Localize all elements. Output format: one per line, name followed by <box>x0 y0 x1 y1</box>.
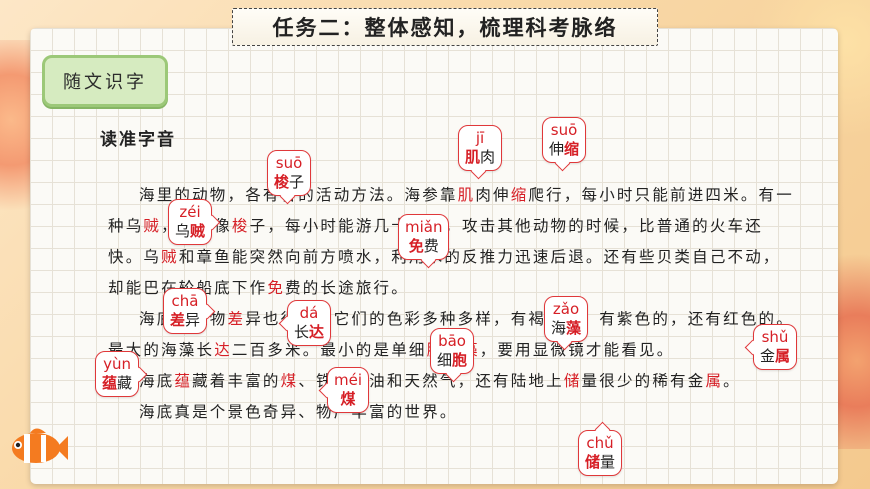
word-text: 伸缩 <box>549 139 579 159</box>
target-character: 贼 <box>190 222 206 240</box>
word-remainder: 细 <box>437 351 453 369</box>
target-character: 胞 <box>452 351 468 369</box>
passage-text: ，要用显微镜才能看见。 <box>479 341 675 359</box>
passage-text: 二百多米。最小的是单细 <box>231 341 427 359</box>
pinyin-text: suō <box>275 154 303 172</box>
word-text: 梭子 <box>274 172 304 192</box>
word-remainder: 长 <box>294 323 310 341</box>
highlighted-character: 蕴 <box>174 372 193 390</box>
word-remainder: 费 <box>423 237 439 255</box>
target-character: 梭 <box>274 173 290 191</box>
passage-paragraph: 海里的动物，各有各的活动方法。海参靠肌肉伸缩爬行，每小时只能前进四米。有一种乌贼… <box>108 180 798 304</box>
pinyin-text: chā <box>171 292 199 310</box>
page-title: 任务二：整体感知，梳理科考脉络 <box>232 8 658 46</box>
passage-text: 子，每小时能游几十千米，攻击其他动物的时候，比普通的火车还快。乌 <box>108 217 763 266</box>
word-remainder: 异 <box>185 311 201 329</box>
highlighted-character: 储 <box>563 372 582 390</box>
target-character: 储 <box>585 453 601 471</box>
highlighted-character: 贼 <box>143 217 162 235</box>
passage-text: 海底真是个景色奇异、物产丰富的世界。 <box>139 403 458 421</box>
target-character: 肌 <box>465 148 481 166</box>
word-remainder: 子 <box>289 173 305 191</box>
pinyin-text: bāo <box>438 332 466 350</box>
passage-text: 费的长途旅行。 <box>285 279 409 297</box>
word-text: 乌贼 <box>175 221 205 241</box>
highlighted-character: 差 <box>227 310 246 328</box>
highlighted-character: 免 <box>267 279 286 297</box>
word-text: 金属 <box>760 346 790 366</box>
passage-paragraph: 海底的植物差异也很大，它们的色彩多种多样，有褐色的，有紫色的，还有红色的。最大的… <box>108 304 798 366</box>
target-character: 差 <box>170 311 186 329</box>
word-text: 免费 <box>405 236 442 256</box>
target-character: 属 <box>775 347 791 365</box>
passage-text: 量很少的稀有金 <box>581 372 706 390</box>
target-character: 缩 <box>564 140 580 158</box>
pinyin-text: chǔ <box>586 434 614 452</box>
word-text: 细胞 <box>437 350 467 370</box>
word-remainder: 乌 <box>175 222 191 240</box>
word-remainder: 量 <box>600 453 616 471</box>
pinyin-text: zéi <box>179 203 201 221</box>
word-text: 海藻 <box>551 318 581 338</box>
pinyin-text: miǎn <box>405 218 443 236</box>
word-remainder: 海 <box>551 319 567 337</box>
highlighted-character: 贼 <box>161 248 179 266</box>
word-text: 肌肉 <box>465 147 495 167</box>
target-character: 达 <box>309 323 325 341</box>
word-remainder: 伸 <box>549 140 565 158</box>
highlighted-character: 缩 <box>510 186 529 204</box>
passage-text: 肉伸 <box>475 186 511 204</box>
word-text: 储量 <box>585 452 615 472</box>
passage-text: 。 <box>723 372 741 390</box>
pinyin-text: jī <box>475 129 485 147</box>
passage-text: 海底 <box>139 372 175 390</box>
passage-paragraph: 海底真是个景色奇异、物产丰富的世界。 <box>108 397 798 428</box>
pinyin-text: yùn <box>103 355 131 373</box>
highlighted-character: 煤 <box>280 372 299 390</box>
section-tag[interactable]: 随文识字 <box>42 55 168 107</box>
word-text: 蕴藏 <box>102 373 132 393</box>
pinyin-text: suō <box>550 121 578 139</box>
highlighted-character: 达 <box>214 341 232 359</box>
word-text: 长达 <box>294 322 324 342</box>
highlighted-character: 梭 <box>231 217 250 235</box>
pinyin-text: dá <box>299 304 319 322</box>
word-remainder: 肉 <box>480 148 496 166</box>
passage-text: 藏着丰富的 <box>192 372 281 390</box>
highlighted-character: 属 <box>705 372 724 390</box>
target-character: 煤 <box>340 390 356 408</box>
highlighted-character: 肌 <box>457 186 476 204</box>
text-passage: 海里的动物，各有各的活动方法。海参靠肌肉伸缩爬行，每小时只能前进四米。有一种乌贼… <box>108 180 798 428</box>
pinyin-text: méi <box>334 371 363 389</box>
passage-text: 爬行，每小时只能前进四米。有一种乌 <box>108 186 794 235</box>
word-text: 煤 <box>334 389 362 409</box>
pinyin-text: shǔ <box>761 328 789 346</box>
pinyin-text: zǎo <box>552 300 580 318</box>
word-remainder: 金 <box>760 347 776 365</box>
word-text: 差异 <box>170 310 200 330</box>
target-character: 藻 <box>566 319 582 337</box>
subheading: 读准字音 <box>100 130 176 150</box>
target-character: 蕴 <box>102 374 118 392</box>
word-remainder: 藏 <box>117 374 133 392</box>
target-character: 免 <box>408 237 424 255</box>
clownfish-icon <box>12 428 68 463</box>
